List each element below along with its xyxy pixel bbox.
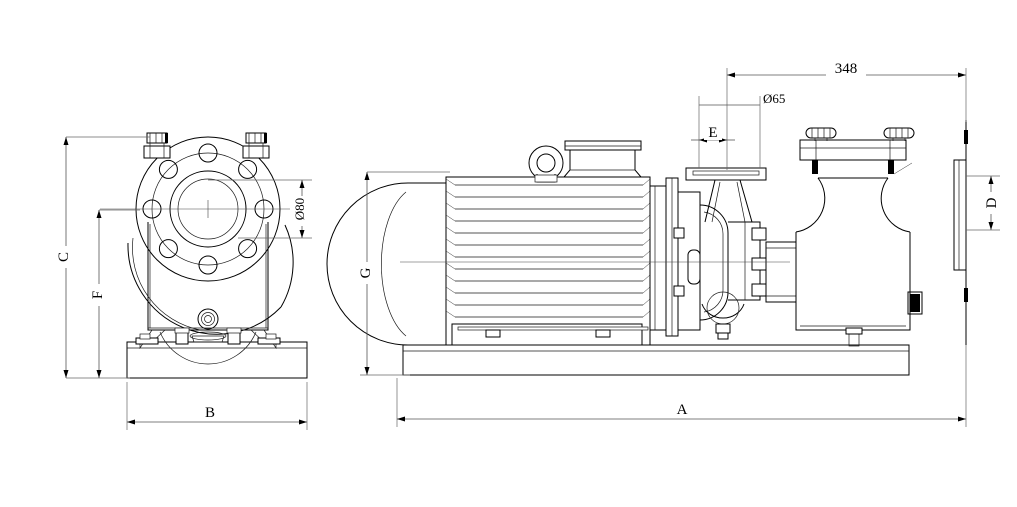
motor-fan-cover bbox=[326, 182, 447, 346]
dimension-348: 348 bbox=[726, 56, 967, 170]
dimension-D: D bbox=[966, 175, 1000, 231]
baseplate-left-view bbox=[126, 341, 308, 379]
dimension-label-348: 348 bbox=[835, 61, 858, 77]
drain-plug-left-view bbox=[197, 308, 219, 330]
dimension-B: B bbox=[126, 382, 308, 430]
dimension-label-G: G bbox=[358, 267, 374, 278]
dimension-label-dia80: Ø80 bbox=[292, 198, 307, 220]
left-end-view bbox=[100, 132, 308, 379]
baseplate-side-view bbox=[402, 344, 910, 376]
dimension-G: G bbox=[354, 171, 450, 376]
motor-flange bbox=[649, 177, 679, 337]
dimension-label-E: E bbox=[708, 125, 717, 141]
left-view-dimensions: C F Ø80 B bbox=[52, 136, 312, 430]
dimension-A: A bbox=[396, 345, 967, 427]
pump-body-left-view bbox=[147, 222, 269, 331]
terminal-box bbox=[562, 140, 643, 178]
dimension-label-C: C bbox=[56, 252, 72, 262]
dimension-F: F bbox=[86, 209, 140, 378]
support-legs-left-view bbox=[135, 327, 281, 365]
top-fittings-left-view bbox=[143, 132, 270, 159]
dimension-dia80: Ø80 bbox=[208, 179, 312, 239]
connecting-spool bbox=[765, 241, 797, 303]
dimension-label-dia65: Ø65 bbox=[763, 91, 785, 106]
strainer-lid bbox=[799, 127, 915, 175]
strainer-housing bbox=[795, 177, 923, 347]
strainer-knob-left[interactable] bbox=[805, 127, 837, 141]
lifting-eye bbox=[528, 145, 564, 183]
pump-volute bbox=[678, 191, 745, 340]
discharge-flange bbox=[685, 167, 767, 223]
side-view bbox=[326, 120, 968, 376]
dimension-label-A: A bbox=[677, 402, 688, 418]
volute-casing-left-view bbox=[127, 224, 294, 335]
dimension-label-D: D bbox=[984, 197, 1000, 208]
dimension-C: C bbox=[52, 136, 150, 379]
dimension-label-F: F bbox=[90, 291, 106, 299]
dimension-label-B: B bbox=[205, 405, 215, 421]
dimension-dia65: Ø65 bbox=[698, 91, 785, 168]
dimension-E: E bbox=[691, 120, 735, 143]
strainer-knob-right[interactable] bbox=[883, 127, 915, 141]
suction-flange-side-view bbox=[953, 120, 968, 345]
motor-body-fins bbox=[445, 176, 651, 346]
side-view-dimensions: G A 348 Ø65 bbox=[354, 56, 1000, 427]
